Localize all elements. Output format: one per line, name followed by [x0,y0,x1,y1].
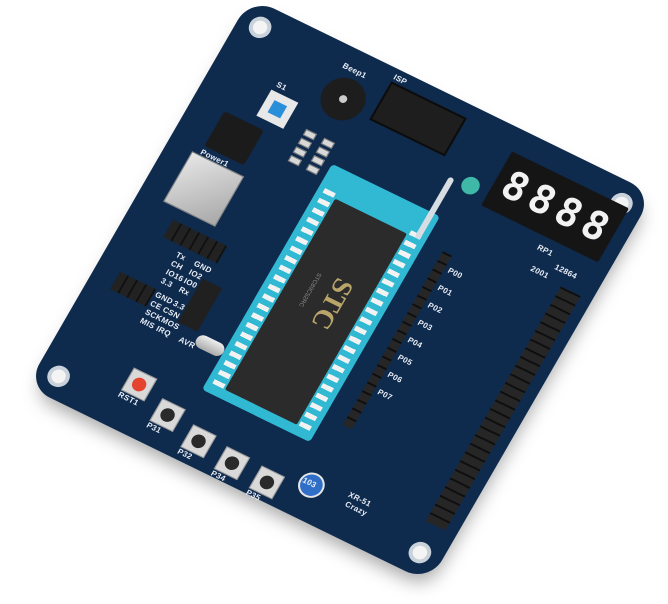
reset-button-cap[interactable] [129,375,149,394]
key-cap[interactable] [222,454,242,473]
switch-knob[interactable] [267,100,288,119]
key-cap[interactable] [157,405,178,425]
development-board: ISP Beep1 S1 Power1 8 8 8 8 STC STC89C52… [26,0,654,583]
key-cap[interactable] [188,432,209,451]
key-cap[interactable] [257,473,277,492]
